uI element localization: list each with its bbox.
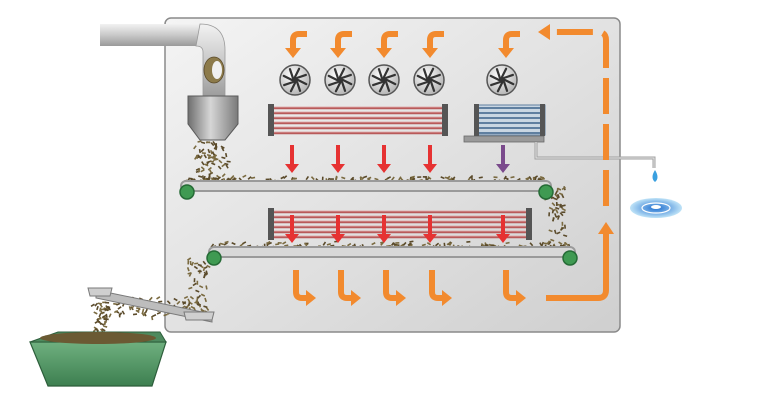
heat-arrow [331, 145, 345, 173]
fan-icon [413, 64, 445, 96]
outlet-chute [87, 287, 215, 323]
roller [206, 250, 222, 266]
air-intake-arrow [376, 31, 398, 58]
air-exhaust-arrow [429, 270, 452, 306]
fan-row [279, 64, 518, 96]
fan-icon [368, 64, 400, 96]
heater-coils [268, 104, 532, 240]
heat-arrow [377, 145, 391, 173]
heat-arrow [496, 215, 510, 243]
heat-arrow [423, 145, 437, 173]
fan-icon [279, 64, 311, 96]
cool-arrow [496, 145, 510, 173]
air-intake-arrow [285, 31, 307, 58]
air-intake-arrow [422, 31, 444, 58]
roller [562, 250, 578, 266]
heating-coil-icon [268, 104, 448, 136]
heat-arrow [285, 145, 299, 173]
fan-icon [486, 64, 518, 96]
heat-arrow [285, 215, 299, 243]
heat-arrow [331, 215, 345, 243]
condenser-coil-icon [463, 104, 546, 143]
recirculation-arrow [538, 24, 614, 301]
collection-bin [29, 331, 167, 387]
air-exhaust-arrow [503, 270, 526, 306]
heat-arrow [377, 215, 391, 243]
air-exhaust-arrow [293, 270, 316, 306]
heat-arrow [423, 215, 437, 243]
roller [179, 184, 195, 200]
water-drop-icon [630, 170, 682, 218]
air-flow-arrows [285, 24, 614, 306]
air-exhaust-arrow [383, 270, 406, 306]
air-intake-arrow [498, 31, 520, 58]
feed-pipe [100, 23, 226, 99]
heating-coil-icon [268, 208, 532, 240]
hopper [187, 95, 239, 141]
roller [538, 184, 554, 200]
conveyor-lower [206, 246, 578, 266]
condensate-pipe [535, 142, 655, 168]
air-intake-arrow [330, 31, 352, 58]
conveyor-upper [179, 180, 554, 200]
air-exhaust-arrow [338, 270, 361, 306]
fan-icon [324, 64, 356, 96]
